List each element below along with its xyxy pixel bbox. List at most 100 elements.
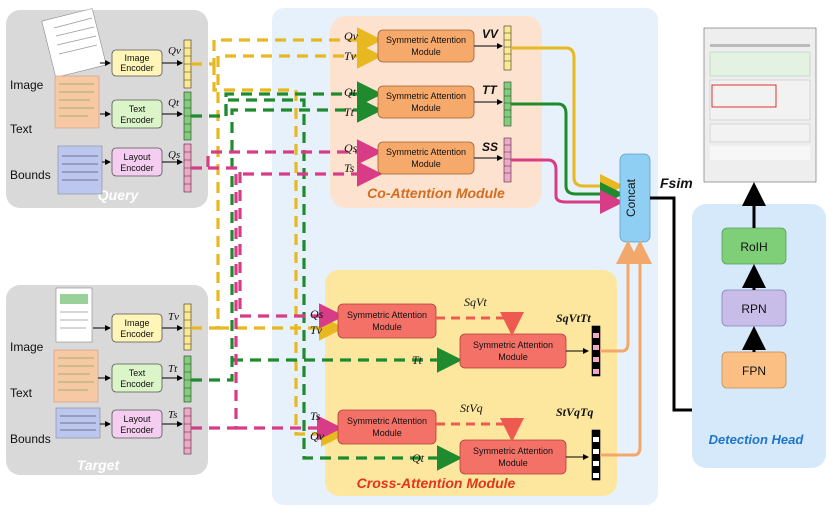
co-output-tt-bar (503, 81, 512, 127)
query-feature-label-qs: Qs (168, 149, 180, 161)
cross-intermediate-stvq: StVq (460, 401, 483, 415)
target-feature-tt-bar (183, 355, 192, 403)
target-bounds-thumbnail (55, 407, 101, 439)
cross-input-ts: Ts (310, 409, 321, 423)
query-row-label-bounds: Bounds (10, 168, 51, 182)
target-row-label-bounds: Bounds (10, 432, 51, 446)
co-output-vv: VV (482, 27, 499, 41)
query-image-encoder: Image Encoder (111, 49, 163, 77)
co-input-qt: Qt (344, 85, 357, 99)
target-text-thumbnail (53, 349, 99, 403)
cross-module-top-first: Symmetric Attention Module (337, 303, 437, 339)
dashed-connections (191, 27, 463, 471)
cross-input-tv: Tv (310, 323, 323, 337)
target-feature-label-ts: Ts (168, 409, 177, 421)
target-feature-ts-bar (183, 407, 192, 455)
cross-input-qv: Qv (310, 429, 325, 443)
target-feature-label-tv: Tv (168, 311, 179, 323)
co-output-ss: SS (482, 140, 498, 154)
query-layout-encoder: Layout Encoder (111, 147, 163, 177)
svg-text:Module: Module (411, 159, 441, 169)
svg-text:FPN: FPN (742, 364, 766, 378)
target-title: Target (77, 457, 121, 473)
cross-module-bottom-first: Symmetric Attention Module (337, 409, 437, 445)
connector-tt-concat (511, 102, 624, 206)
co-input-qv: Qv (344, 29, 359, 43)
cross-module-out-arrows (566, 348, 589, 460)
query-text-thumbnail (54, 75, 100, 129)
co-output-ss-bar (503, 137, 512, 183)
concat-label: Concat (624, 178, 638, 217)
fsim-label: Fsim (660, 175, 693, 191)
svg-text:Module: Module (372, 322, 402, 332)
connector-ss-concat (511, 158, 624, 214)
cross-input-qt: Qt (412, 451, 425, 465)
co-output-tt: TT (482, 83, 498, 97)
svg-text:Layout: Layout (123, 414, 151, 424)
cross-input-tt: Tt (412, 353, 423, 367)
cross-attention-title: Cross-Attention Module (357, 475, 516, 491)
svg-text:Symmetric Attention: Symmetric Attention (386, 147, 466, 157)
roih-block: RoIH (721, 227, 787, 265)
svg-text:Symmetric Attention: Symmetric Attention (473, 446, 553, 456)
svg-text:RoIH: RoIH (740, 240, 767, 254)
svg-text:Encoder: Encoder (120, 379, 154, 389)
connector-qt-cross (224, 98, 463, 471)
target-feature-label-tt: Tt (168, 363, 178, 375)
connector-tv-co (191, 43, 383, 330)
svg-text:Symmetric Attention: Symmetric Attention (473, 340, 553, 350)
svg-text:Module: Module (372, 428, 402, 438)
svg-text:Symmetric Attention: Symmetric Attention (386, 91, 466, 101)
cross-intermediate-sqvt: SqVt (464, 295, 487, 309)
connector-sqvt (436, 312, 524, 336)
svg-text:Module: Module (498, 352, 528, 362)
input-arrows (93, 60, 183, 427)
svg-text:Encoder: Encoder (120, 425, 154, 435)
rpn-block: RPN (721, 289, 787, 327)
encoder-label-line1: Image (124, 53, 149, 63)
co-input-ts: Ts (344, 161, 355, 175)
query-feature-qt-bar (183, 91, 192, 141)
svg-text:RPN: RPN (741, 302, 766, 316)
query-image-thumbnail (41, 8, 107, 78)
encoder-label-line2: Encoder (120, 63, 154, 73)
svg-text:Layout: Layout (123, 152, 151, 162)
svg-text:Encoder: Encoder (120, 115, 154, 125)
connector-tt-co (191, 97, 383, 382)
co-attention-title: Co-Attention Module (367, 185, 505, 201)
svg-text:Symmetric Attention: Symmetric Attention (347, 416, 427, 426)
co-attention-module-visual: Symmetric Attention Module (377, 29, 475, 63)
svg-text:Symmetric Attention: Symmetric Attention (347, 310, 427, 320)
cross-input-qs: Qs (310, 307, 324, 321)
cross-module-top-second: Symmetric Attention Module (459, 333, 567, 369)
query-bounds-thumbnail (57, 145, 103, 195)
cross-output-top-bar (591, 325, 601, 377)
output-document-preview (703, 27, 817, 183)
co-module-out-arrows (474, 43, 503, 161)
detection-head-title: Detection Head (709, 432, 805, 447)
svg-text:Encoder: Encoder (120, 329, 154, 339)
query-row-label-image: Image (10, 78, 44, 92)
connector-qs-co (191, 139, 383, 170)
svg-text:Symmetric Attention: Symmetric Attention (386, 35, 466, 45)
connector-qv-co (191, 27, 383, 66)
svg-text:Encoder: Encoder (120, 163, 154, 173)
co-output-vv-bar (503, 25, 512, 71)
svg-text:Module: Module (498, 458, 528, 468)
connector-ts-co (191, 161, 383, 430)
co-attention-module-layout: Symmetric Attention Module (377, 141, 475, 175)
concat-block: Concat (619, 153, 651, 243)
svg-text:Image: Image (124, 318, 149, 328)
target-image-encoder: Image Encoder (111, 313, 163, 343)
cross-output-sqvttt: SqVtTt (556, 311, 591, 325)
cross-output-bottom-bar (591, 429, 601, 481)
query-row-label-text: Text (10, 122, 33, 136)
connector-vv-concat (511, 46, 624, 198)
query-feature-label-qt: Qt (168, 97, 180, 109)
cross-to-concat-connectors (600, 240, 652, 457)
target-feature-tv-bar (183, 303, 192, 351)
target-image-thumbnail (55, 287, 93, 343)
cross-output-stvqtq: StVqTq (556, 405, 593, 419)
connector-qv-cross (212, 64, 347, 447)
